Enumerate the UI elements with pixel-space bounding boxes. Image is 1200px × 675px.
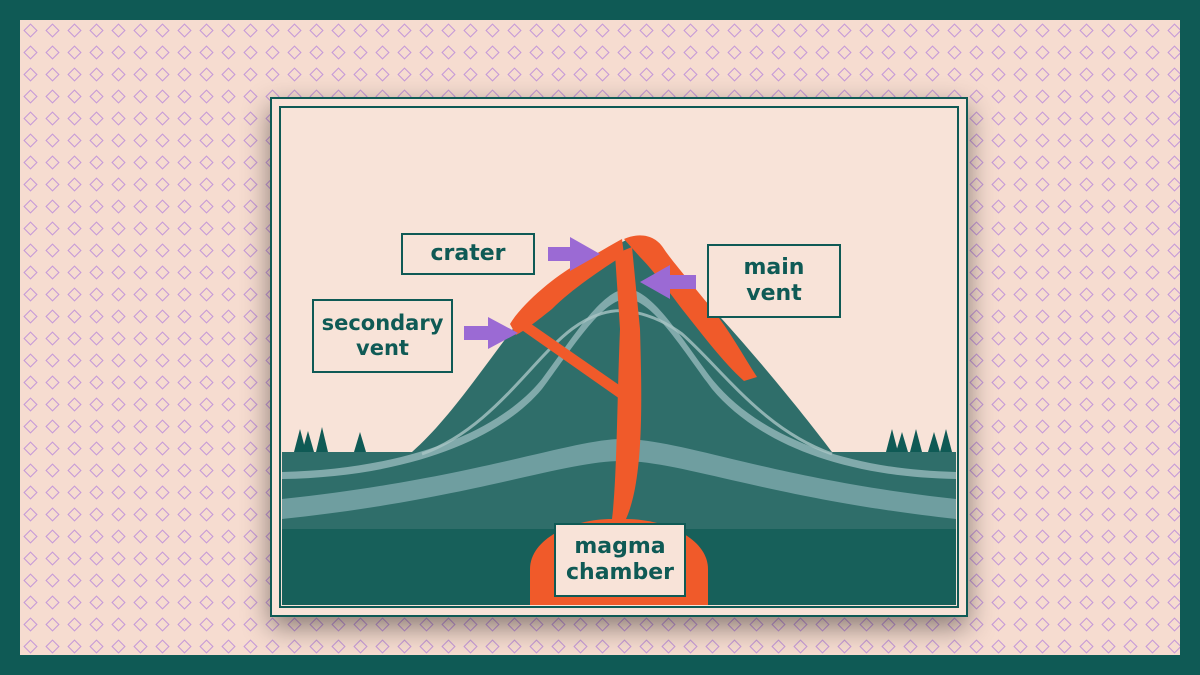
trees-right <box>886 429 952 452</box>
magma-chamber-label-line1: magma <box>574 533 666 559</box>
label-main-vent: main vent <box>707 244 841 318</box>
arrow-crater <box>548 237 600 271</box>
main-vent-label-line2: vent <box>746 281 802 306</box>
arrow-main-vent <box>640 265 696 299</box>
diagram-frame: crater main vent secondary vent magma ch… <box>270 97 968 617</box>
main-vent-label-line1: main <box>743 254 805 280</box>
arrow-secondary-vent <box>464 317 518 349</box>
magma-chamber-label-line2: chamber <box>566 560 674 585</box>
patterned-background: crater main vent secondary vent magma ch… <box>20 20 1180 655</box>
label-secondary-vent: secondary vent <box>312 299 453 373</box>
lava-flow-left <box>510 239 624 335</box>
secondary-vent-conduit <box>516 319 622 399</box>
crater-label: crater <box>430 240 506 266</box>
volcano-diagram <box>279 106 959 608</box>
trees-left <box>294 427 366 452</box>
main-vent-conduit <box>612 247 642 519</box>
label-crater: crater <box>401 233 535 275</box>
inner-frame-border <box>279 106 959 608</box>
secondary-vent-label-line1: secondary <box>321 310 444 335</box>
label-magma-chamber: magma chamber <box>554 523 686 597</box>
secondary-vent-label-line2: vent <box>356 336 409 360</box>
lava-flow-right <box>624 235 757 381</box>
